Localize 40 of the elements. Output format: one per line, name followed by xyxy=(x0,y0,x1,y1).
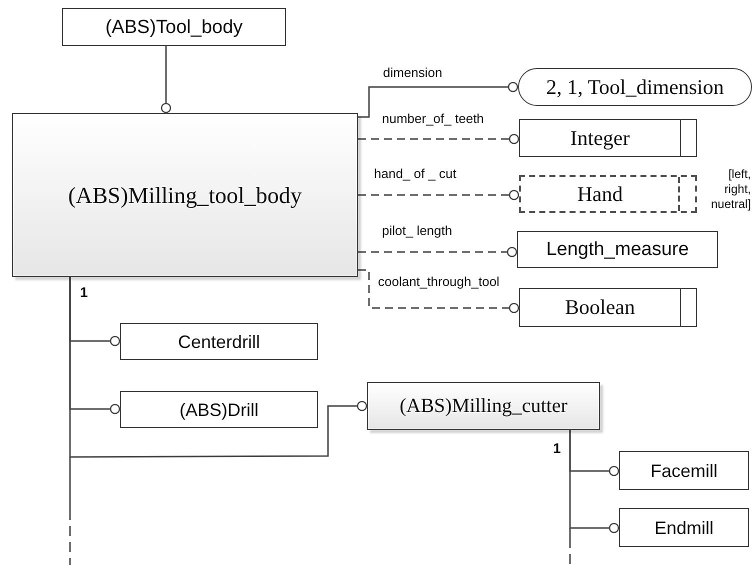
edge-label: number_of_ teeth xyxy=(380,112,486,125)
entity-box xyxy=(12,113,358,277)
relationship-line xyxy=(569,430,620,534)
entity-box xyxy=(120,391,318,428)
entity-box xyxy=(619,508,749,547)
relationship-line xyxy=(358,269,520,314)
relationship-line xyxy=(358,134,520,144)
node-label: Endmill xyxy=(654,518,714,536)
simple-type-box xyxy=(519,175,697,213)
edge-label: hand_ of _ cut xyxy=(372,167,458,180)
relationship-line xyxy=(358,82,518,118)
node-label: Hand xyxy=(577,184,623,204)
node-label: 2, 1, Tool_dimension xyxy=(546,76,724,98)
enum-values-label: [left, right, nuetral] xyxy=(710,167,751,212)
cardinality-label: 1 xyxy=(553,441,561,455)
node-label: (ABS)Milling_tool_body xyxy=(68,184,302,206)
entity-box xyxy=(62,8,286,46)
node-label: (ABS)Drill xyxy=(180,400,258,418)
relationship-line xyxy=(160,46,172,114)
node-label: Facemill xyxy=(650,462,718,480)
simple-type-box xyxy=(519,288,697,327)
relationship-line xyxy=(358,246,518,258)
simple-type-box xyxy=(519,119,697,157)
node-label: (ABS)Tool_body xyxy=(105,18,243,36)
relationship-line xyxy=(69,277,368,458)
relationship-line xyxy=(358,190,520,200)
entity-box xyxy=(517,231,718,268)
entity-box xyxy=(619,451,749,490)
entity-box xyxy=(120,323,318,360)
node-label: Length_measure xyxy=(546,240,689,259)
node-label: Integer xyxy=(570,128,630,148)
cardinality-label: 1 xyxy=(80,285,88,299)
node-label: Boolean xyxy=(565,297,635,318)
entity-box xyxy=(367,382,600,430)
edge-label: dimension xyxy=(381,66,444,79)
edge-label: pilot_ length xyxy=(380,224,454,237)
edge-label: coolant_through_tool xyxy=(376,275,502,288)
node-label: (ABS)Milling_cutter xyxy=(400,396,568,416)
node-label: Centerdrill xyxy=(178,332,260,350)
defined-type-box xyxy=(518,68,752,106)
